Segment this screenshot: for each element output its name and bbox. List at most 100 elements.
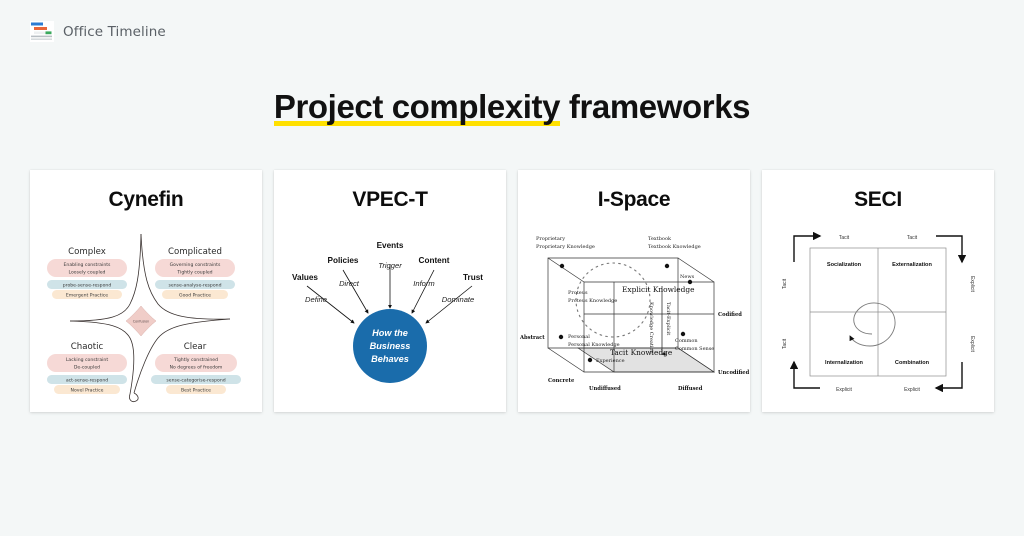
action-label: act-sense-respond [66,378,108,384]
constraint-pill [155,354,237,372]
ispace-svg: Proprietary Proprietary Knowledge Textbo… [519,236,750,392]
plane-label-explicit: Explicit Knowledge [622,285,694,294]
practice-pill [166,385,226,394]
page-title-highlight: Project complexity [273,88,561,126]
label-textbook-knowledge-2: Textbook Knowledge [648,244,701,250]
quadrant-combination: Combination [895,360,930,366]
spoke-line-content [411,269,435,314]
action-label: sense-categorise-respond [166,378,225,384]
edge-label-top-left: Tacit [839,235,850,241]
label-experience: Experience [596,358,625,364]
edge-label-left-upper: Tacit [782,278,788,289]
axis-label-concrete: Concrete [548,378,575,384]
edge-label-top-right: Tacit [907,235,918,241]
spoke-verb-direct: Direct [339,279,360,288]
spoke-node-events: Events [377,241,404,250]
cynefin-quadrant-chaotic: Chaotic Lacking constraint De-coupled ac… [47,342,127,394]
seci-svg: Socialization Externalization Internaliz… [782,231,975,393]
practice-pill [54,385,120,394]
card-title-vpect: VPEC-T [352,188,428,211]
page-title: Project complexity frameworks [0,88,1024,126]
constraint-pill [155,259,235,277]
edge-label-right-lower: Explicit [969,336,975,352]
constraint-line-2: De-coupled [74,365,100,371]
core-line-3: Behaves [371,354,409,364]
practice-label: Emergent Practice [66,293,108,299]
constraint-line-2: No degrees of freedom [170,365,223,371]
point-personal-knowledge [558,334,564,340]
quadrant-name: Complicated [168,247,222,257]
practice-pill [52,290,122,299]
edge-label-bottom-left: Explicit [836,387,852,393]
axis-label-diffused: Diffused [678,386,703,392]
cynefin-quadrant-clear: Clear Tightly constrained No degrees of … [151,342,241,394]
card-title-seci: SECI [854,188,902,211]
practice-label: Best Practice [181,388,211,394]
edge-label-bottom-right: Explicit [904,387,920,393]
page-title-rest: frameworks [560,88,751,125]
spoke-node-values: Values [292,273,318,282]
label-personal-knowledge-2: Personal Knowledge [568,342,620,348]
core-line-1: How the [372,328,408,338]
quadrant-socialization: Socialization [827,262,862,268]
spoke-node-policies: Policies [328,256,359,265]
core-line-2: Business [370,341,411,351]
spoke-node-trust: Trust [463,273,483,282]
ispace-diagram: Proprietary Proprietary Knowledge Textbo… [518,222,750,408]
vpect-svg: How the Business Behaves Values Define P… [292,241,483,383]
axis-label-undiffused: Undiffused [589,386,621,392]
axis-label-codified: Codified [718,312,742,318]
action-label: sense-analyse-respond [169,283,222,289]
flow-arrow-bottom-left [789,360,820,389]
cynefin-quadrant-complicated: Complicated Governing constraints Tightl… [155,247,235,299]
quadrant-name: Complex [68,247,106,257]
knowledge-creation-sphere [575,262,651,338]
label-personal-knowledge-1: Personal [568,334,590,340]
label-proprietary-knowledge-2: Proprietary Knowledge [536,244,595,250]
spoke-verb-define: Define [305,295,327,304]
framework-card-cynefin[interactable]: Cynefin Confusion Complex [30,170,262,412]
constraint-line-2: Loosely coupled [69,270,106,276]
point-proprietary-knowledge [559,263,565,269]
card-title-cynefin: Cynefin [108,188,184,211]
action-pill [155,280,235,289]
point-news [687,279,693,285]
label-proprietary-knowledge-1: Proprietary [536,236,565,242]
framework-card-vpect[interactable]: VPEC-T How the Business Behaves [274,170,506,412]
cynefin-diagram: Confusion Complex Enabling constraints L… [30,222,262,408]
constraint-line-2: Tightly coupled [176,270,212,276]
action-label: probe-sense-respond [63,283,112,289]
label-textbook-knowledge-1: Textbook [648,236,672,242]
quadrant-internalization: Internalization [825,360,863,366]
quadrant-name: Clear [184,342,207,352]
spoke-verb-dominate: Dominate [442,295,475,304]
brand-bar: Office Timeline [30,21,166,42]
practice-label: Novel Practice [71,388,104,394]
cynefin-svg: Confusion Complex Enabling constraints L… [47,233,241,402]
spoke-line-trust [425,285,473,324]
flow-arrow-top-right [936,235,967,264]
label-news: News [680,274,695,280]
cynefin-center-shape [125,305,157,337]
arrow-label-tacit-explicit: Tacit-Explicit [665,302,671,335]
point-textbook-knowledge [664,263,670,269]
spoke-line-policies [342,269,369,314]
label-common-sense-1: Common [675,338,698,344]
practice-pill [162,290,228,299]
quadrant-externalization: Externalization [892,262,932,268]
spoke-line-values [306,285,355,324]
plane-label-tacit: Tacit Knowledge [610,348,672,357]
ispace-data-points [558,263,693,363]
seci-diagram: Socialization Externalization Internaliz… [762,222,994,408]
action-pill [47,280,127,289]
arrow-label-knowledge-creation: Knowledge Creation [648,302,654,355]
spoke-node-content: Content [419,256,450,265]
label-proteus-knowledge-2: Proteus Knowledge [568,298,617,304]
constraint-pill [47,354,127,372]
flow-arrow-bottom-right [934,362,963,393]
label-proteus-knowledge-1: Proteus [568,290,588,296]
framework-card-ispace[interactable]: I-Space [518,170,750,412]
point-common-sense [680,331,686,337]
knowledge-spiral-icon [849,302,896,347]
framework-card-seci[interactable]: SECI [762,170,994,412]
